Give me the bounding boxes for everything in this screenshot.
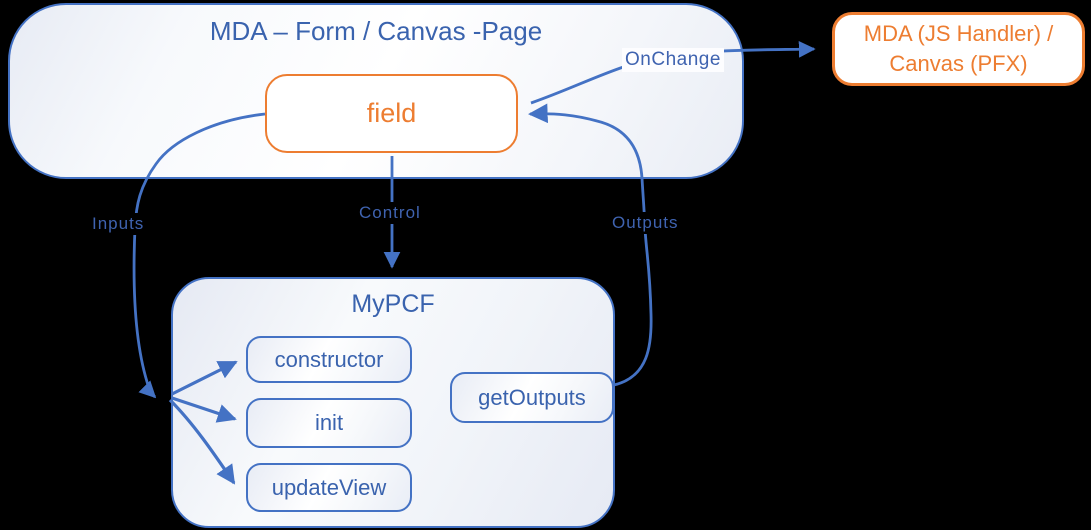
mypcf-title: MyPCF — [351, 290, 435, 318]
constructor-label: constructor — [274, 346, 384, 372]
constructor-box: constructor — [246, 336, 412, 383]
mda-form-canvas-page-title: MDA – Form / Canvas -Page — [209, 16, 543, 46]
control-edge-label: Control — [355, 202, 425, 224]
mda-js-handler-canvas-pfx-box: MDA (JS Handler) / Canvas (PFX) — [832, 12, 1085, 86]
onchange-edge-label: OnChange — [622, 48, 724, 72]
field-box: field — [265, 74, 518, 153]
field-label: field — [366, 98, 417, 128]
getoutputs-box: getOutputs — [450, 372, 614, 423]
updateview-box: updateView — [246, 463, 412, 512]
handler-label-line1: MDA (JS Handler) / — [863, 21, 1054, 46]
init-label: init — [314, 410, 344, 435]
outputs-edge-label: Outputs — [608, 212, 683, 234]
inputs-edge-label: Inputs — [88, 213, 149, 235]
handler-label-line2: Canvas (PFX) — [889, 51, 1028, 76]
init-box: init — [246, 398, 412, 448]
getoutputs-label: getOutputs — [478, 384, 586, 410]
updateview-label: updateView — [271, 474, 387, 500]
